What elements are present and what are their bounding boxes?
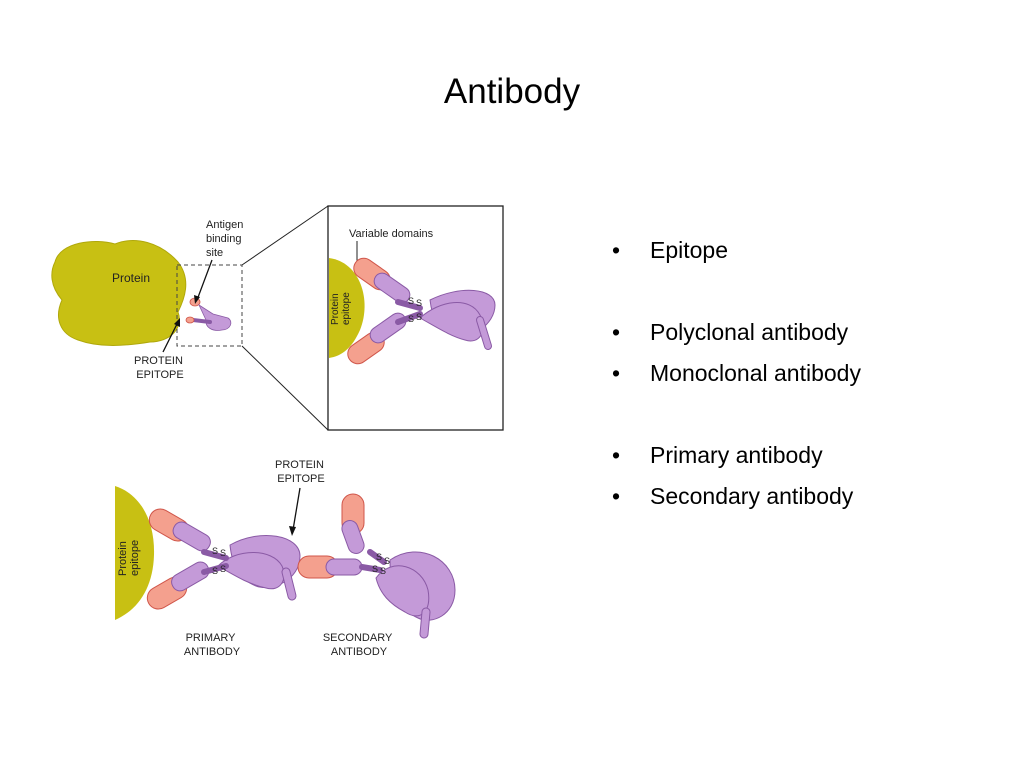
protein-label: Protein: [112, 271, 150, 285]
bullet-text: Secondary antibody: [650, 483, 854, 509]
bullet-dot: •: [612, 319, 621, 345]
bullet-dot: •: [612, 237, 621, 263]
primary-antibody-label: PRIMARY ANTIBODY: [184, 632, 241, 658]
protein-blob: [51, 240, 187, 346]
bullet-item: • Epitope: [612, 230, 992, 271]
bullet-text: Primary antibody: [650, 442, 823, 468]
bullet-text: Polyclonal antibody: [650, 319, 849, 345]
svg-text:SS: SS: [212, 564, 226, 576]
slide-title: Antibody: [443, 72, 581, 111]
antigen-binding-site-label: Antigen binding site: [206, 219, 246, 259]
bullet-item: • Polyclonal antibody: [612, 312, 992, 353]
bullet-dot: •: [612, 483, 621, 509]
bullet-text: Monoclonal antibody: [650, 360, 861, 386]
svg-text:SS: SS: [408, 296, 422, 308]
bottom-epitope-label: Protein epitope: [117, 538, 141, 576]
svg-text:SS: SS: [212, 546, 226, 558]
zoom-epitope: [329, 258, 365, 358]
zoom-epitope-label: Protein epitope: [330, 291, 352, 325]
bullet-list: • Epitope • Polyclonal antibody • Monoclona…: [612, 230, 992, 517]
variable-domains-label: Variable domains: [349, 228, 434, 240]
secondary-antibody-label: SECONDARY ANTIBODY: [323, 632, 395, 658]
zoom-box: [176, 264, 243, 347]
svg-text:SS: SS: [376, 552, 390, 566]
bullet-dot: •: [612, 360, 621, 386]
bullet-item: • Primary antibody: [612, 435, 992, 476]
protein-epitope-label-bottom: PROTEIN EPITOPE: [275, 459, 327, 485]
bottom-epitope: [115, 486, 155, 620]
svg-text:SS: SS: [372, 564, 386, 576]
bullet-dot: •: [612, 442, 621, 468]
svg-text:SS: SS: [408, 312, 422, 324]
protein-epitope-label-top: PROTEIN EPITOPE: [134, 355, 186, 381]
bullet-text: Epitope: [650, 237, 729, 263]
bullet-item: • Monoclonal antibody: [612, 353, 992, 394]
bullet-item: • Secondary antibody: [612, 476, 992, 517]
